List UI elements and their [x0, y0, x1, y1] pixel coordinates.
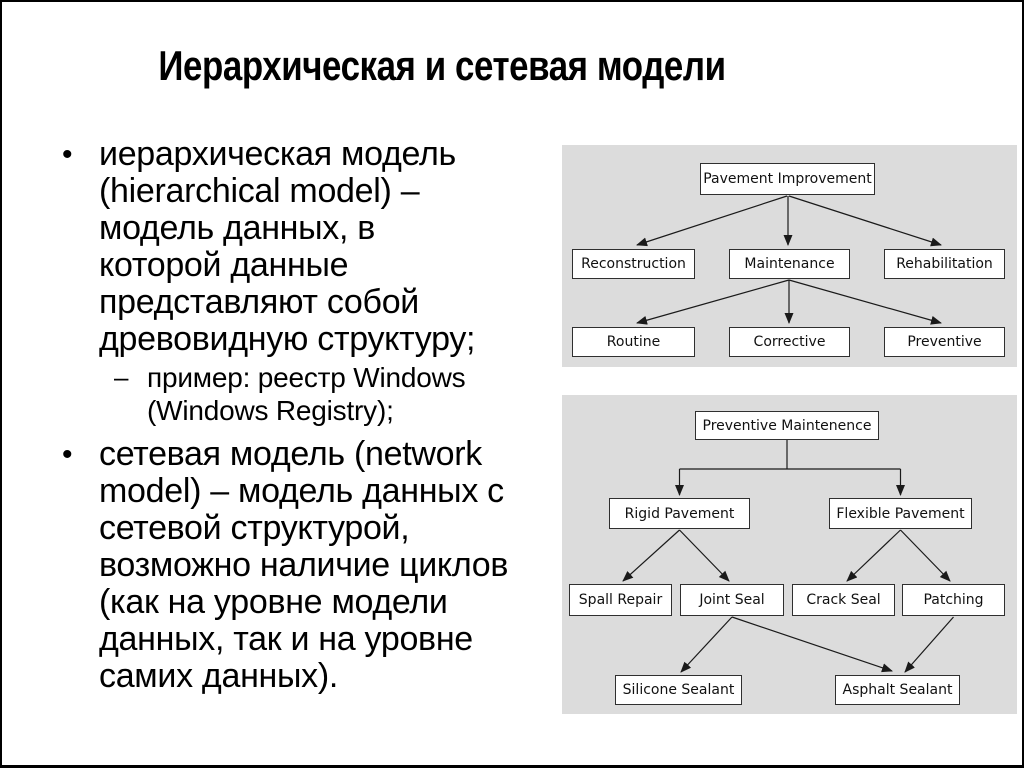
- diagram-node-spall-repair: Spall Repair: [569, 584, 672, 616]
- diagram-node-preventive-maintenence: Preventive Maintenence: [695, 411, 879, 440]
- bullet-text-line: model) – модель данных с: [99, 472, 504, 510]
- diagram-node-routine: Routine: [572, 327, 695, 357]
- subbullet-marker: –: [114, 362, 129, 392]
- bullet-text-line: иерархическая модель: [99, 135, 456, 173]
- bullet-text: иерархическая модель (hierarchical model…: [99, 136, 475, 358]
- bullet-text-line: возможно наличие циклов: [99, 546, 509, 584]
- diagram-node-rigid-pavement: Rigid Pavement: [609, 498, 750, 529]
- bullet-text-line: модель данных, в: [99, 209, 376, 247]
- diagram-node-corrective: Corrective: [729, 327, 850, 357]
- bullet-marker: •: [62, 438, 73, 471]
- bullet-text-line: самих данных).: [99, 657, 339, 695]
- network-diagram-panel: Preventive Maintenence Rigid Pavement Fl…: [562, 395, 1017, 714]
- bullet-hierarchical-model: • иерархическая модель (hierarchical mod…: [62, 136, 542, 358]
- diagram-node-silicone-sealant: Silicone Sealant: [615, 675, 742, 705]
- diagram-connectors: [622, 440, 954, 673]
- bullet-text-line: (hierarchical model) –: [99, 172, 420, 210]
- diagram-node-reconstruction: Reconstruction: [572, 249, 695, 279]
- bullet-text-line: (Windows Registry);: [147, 395, 394, 426]
- diagram-node-crack-seal: Crack Seal: [792, 584, 895, 616]
- bullet-text-line: сетевая модель (network: [99, 435, 482, 473]
- slide-title: Иерархическая и сетевая модели: [158, 42, 726, 89]
- diagram-node-preventive: Preventive: [884, 327, 1005, 357]
- bullet-text-line: данных, так и на уровне: [99, 620, 473, 658]
- diagram-node-maintenance: Maintenance: [729, 249, 850, 279]
- diagram-node-pavement-improvement: Pavement Improvement: [700, 163, 875, 195]
- bullet-list: • иерархическая модель (hierarchical mod…: [62, 136, 542, 695]
- diagram-connectors: [636, 195, 942, 325]
- diagram-node-joint-seal: Joint Seal: [680, 584, 784, 616]
- bullet-text-line: сетевой структурой,: [99, 509, 410, 547]
- bullet-text-line: пример: реестр Windows: [147, 362, 466, 393]
- subbullet-text: пример: реестр Windows (Windows Registry…: [147, 361, 466, 427]
- bullet-text-line: (как на уровне модели: [99, 583, 448, 621]
- diagram-node-rehabilitation: Rehabilitation: [884, 249, 1005, 279]
- bullet-text-line: которой данные: [99, 246, 349, 284]
- bullet-text-line: древовидную структуру;: [99, 320, 476, 358]
- subbullet-windows-registry: – пример: реестр Windows (Windows Regist…: [114, 361, 542, 427]
- diagram-node-flexible-pavement: Flexible Pavement: [829, 498, 972, 529]
- bullet-network-model: • сетевая модель (network model) – модел…: [62, 436, 542, 695]
- hierarchical-diagram-panel: Pavement Improvement Reconstruction Main…: [562, 145, 1017, 367]
- diagram-node-asphalt-sealant: Asphalt Sealant: [835, 675, 960, 705]
- bullet-text-line: представляют собой: [99, 283, 419, 321]
- diagram-node-patching: Patching: [902, 584, 1005, 616]
- bullet-text: сетевая модель (network model) – модель …: [99, 436, 508, 695]
- bullet-marker: •: [62, 138, 73, 171]
